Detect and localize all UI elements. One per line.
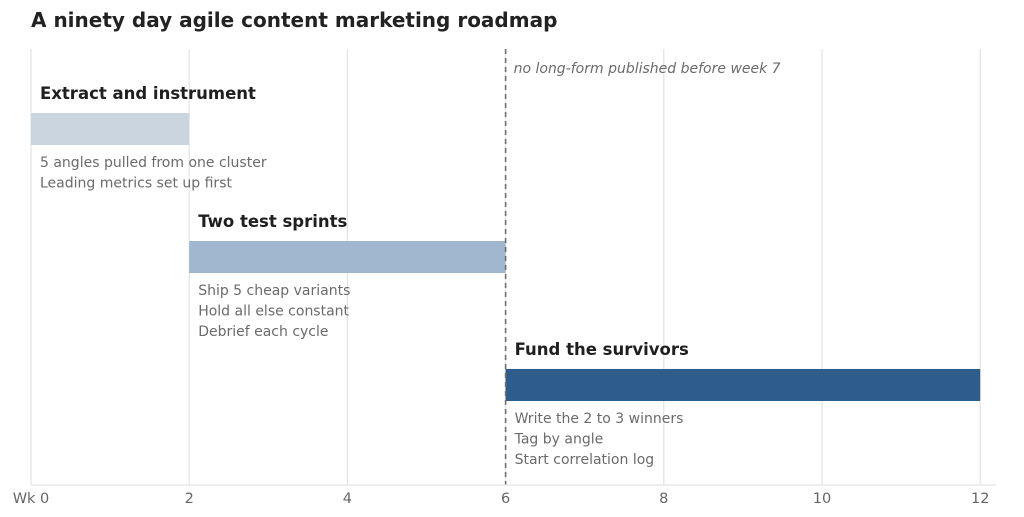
phase-text: Extract and instrument 5 angles pulled fr… [40, 84, 689, 468]
phase-note: Ship 5 cheap variants [198, 283, 350, 299]
phase-note: 5 angles pulled from one cluster [40, 155, 267, 171]
phase-note: Leading metrics set up first [40, 176, 232, 192]
phase-label: Extract and instrument [40, 84, 256, 103]
x-tick-label: 8 [659, 491, 668, 507]
phase-bar [189, 241, 506, 273]
x-tick-label: 2 [185, 491, 194, 507]
phase-label: Fund the survivors [515, 340, 689, 359]
phase-bars [31, 113, 981, 401]
x-tick-label: 6 [501, 491, 510, 507]
x-tick-label: Wk 0 [13, 491, 50, 507]
phase-bar [31, 113, 190, 145]
phase-note: Write the 2 to 3 winners [515, 411, 684, 427]
phase-note: Tag by angle [514, 432, 604, 448]
x-tick-label: 4 [343, 491, 352, 507]
x-tick-label: 10 [813, 491, 831, 507]
chart-title: A ninety day agile content marketing roa… [31, 8, 557, 32]
phase-label: Two test sprints [198, 212, 347, 231]
phase-note: Debrief each cycle [198, 324, 328, 340]
phase-note: Start correlation log [515, 452, 655, 468]
reference-line-annotation: no long-form published before week 7 [514, 61, 781, 77]
phase-note: Hold all else constant [198, 304, 349, 320]
reference-line-group: no long-form published before week 7 [504, 49, 781, 485]
x-axis: Wk 0 2 4 6 8 10 12 [13, 484, 997, 507]
phase-bar [505, 369, 981, 401]
x-tick-label: 12 [971, 491, 989, 507]
